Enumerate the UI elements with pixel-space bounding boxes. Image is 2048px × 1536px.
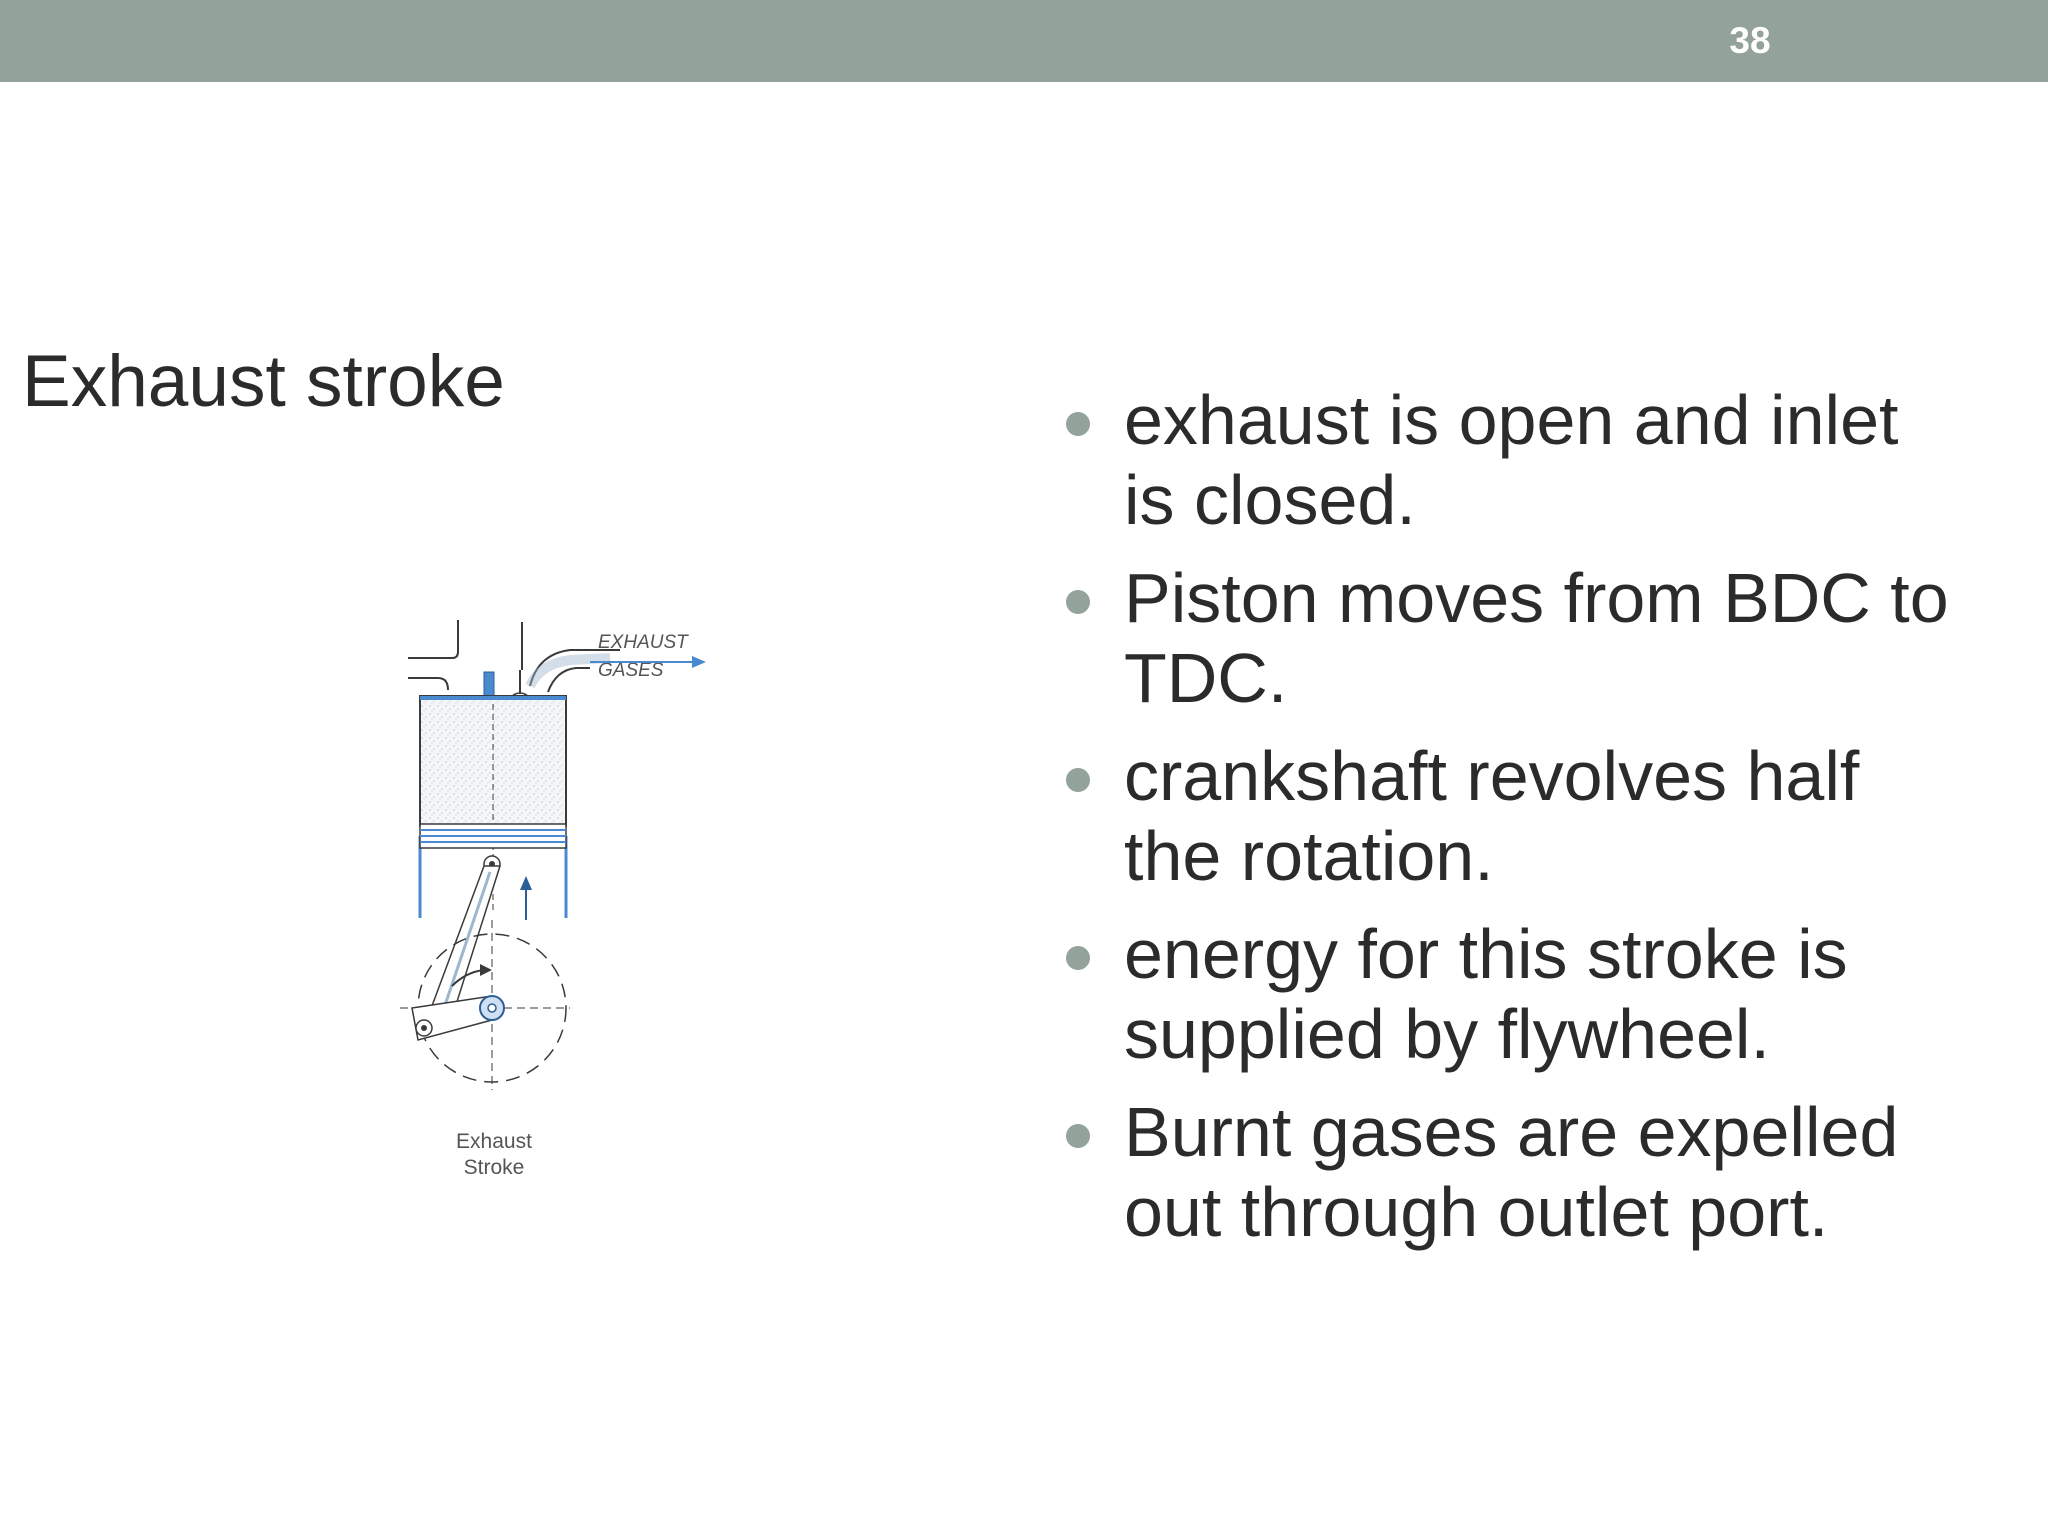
exhaust-valve [509, 670, 531, 697]
exhaust-gases-label-line2: GASES [598, 660, 664, 681]
inlet-port [408, 620, 459, 691]
bullet-item: energy for this stroke is supplied by fl… [1060, 914, 1960, 1074]
bullet-item: Burnt gases are expelled out through out… [1060, 1092, 1960, 1252]
bullet-text: exhaust is open and inlet is closed. [1124, 381, 1899, 539]
piston-direction-arrow [520, 876, 532, 920]
bullet-item: exhaust is open and inlet is closed. [1060, 380, 1960, 540]
bullet-dot-icon [1066, 590, 1090, 614]
exhaust-gases-label: EXHAUST GASES [590, 632, 706, 681]
rotation-arrow [451, 964, 492, 987]
slide-title: Exhaust stroke [22, 341, 505, 422]
slide-number: 38 [1729, 20, 1771, 61]
crank-arm [411, 995, 505, 1041]
inlet-valve [483, 671, 495, 697]
header-bar: 38 [0, 0, 2048, 82]
diagram-caption-line2: Stroke [464, 1156, 525, 1179]
bullet-text: Piston moves from BDC to TDC. [1124, 559, 1949, 717]
bullet-item: crankshaft revolves half the rotation. [1060, 736, 1960, 896]
bullet-dot-icon [1066, 946, 1090, 970]
bullet-dot-icon [1066, 768, 1090, 792]
bullet-text: crankshaft revolves half the rotation. [1124, 737, 1860, 895]
diagram-caption: Exhaust Stroke [456, 1130, 532, 1179]
exhaust-gases-label-line1: EXHAUST [598, 632, 689, 653]
bullet-list: exhaust is open and inlet is closed. Pis… [1060, 380, 1960, 1270]
piston [419, 823, 567, 873]
bullet-text: energy for this stroke is supplied by fl… [1124, 915, 1848, 1073]
exhaust-stroke-diagram: EXHAUST GASES Exhaust Stroke [400, 620, 706, 1179]
bullet-item: Piston moves from BDC to TDC. [1060, 558, 1960, 718]
exhaust-port [521, 622, 620, 693]
bullet-text: Burnt gases are expelled out through out… [1124, 1093, 1899, 1251]
cylinder [418, 695, 568, 918]
bullet-dot-icon [1066, 412, 1090, 436]
bullet-dot-icon [1066, 1124, 1090, 1148]
diagram-caption-line1: Exhaust [456, 1130, 532, 1153]
